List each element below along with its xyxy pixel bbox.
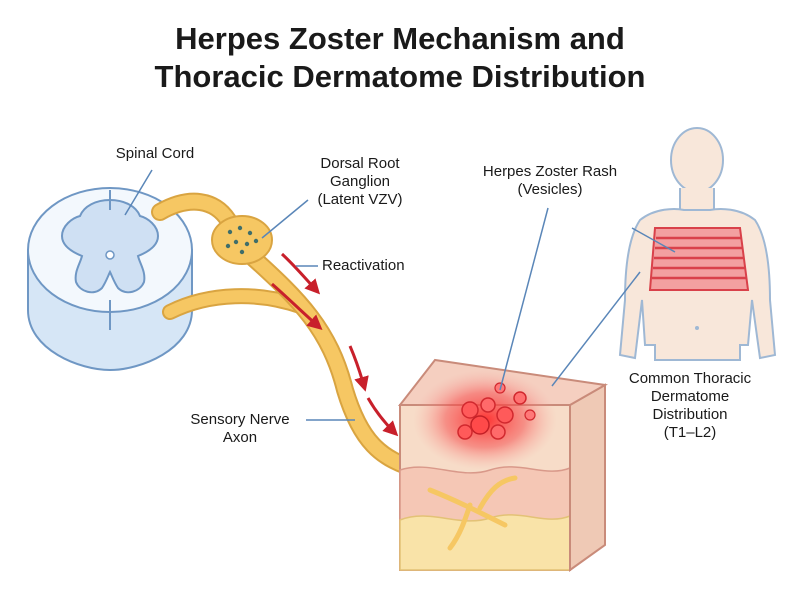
label-drg-line-1: Dorsal Root [320, 155, 400, 172]
label-sensory-nerve-axon: Sensory Nerve Axon [175, 411, 305, 447]
label-rash-line-2: (Vesicles) [517, 181, 583, 198]
label-reactivation-text: Reactivation [322, 257, 405, 274]
label-dermatome-line-2: Dermatome [650, 388, 730, 405]
ventral-nerve-root [162, 288, 308, 320]
label-rash-line-1: Herpes Zoster Rash [482, 163, 618, 180]
label-axon-line-1: Sensory Nerve [190, 411, 290, 428]
label-dermatome-line-3: Distribution [652, 406, 728, 423]
title-line-1: Herpes Zoster Mechanism and [175, 21, 625, 56]
leader-lines [124, 169, 676, 421]
label-rash: Herpes Zoster Rash (Vesicles) [465, 163, 635, 199]
label-drg-line-2: Ganglion [329, 173, 391, 190]
label-dermatome-distribution: Common Thoracic Dermatome Distribution (… [615, 370, 765, 442]
page-title: Herpes Zoster Mechanism and Thoracic Der… [0, 20, 800, 96]
label-reactivation: Reactivation [322, 257, 432, 275]
dorsal-root-ganglion [211, 215, 273, 265]
label-spinal-cord-text: Spinal Cord [115, 145, 195, 162]
vesicle-cluster [413, 370, 557, 470]
label-axon-line-2: Axon [222, 429, 258, 446]
reactivation-arrows [271, 252, 399, 437]
label-dermatome-line-4: (T1–L2) [663, 424, 717, 441]
label-spinal-cord: Spinal Cord [100, 145, 210, 163]
label-dorsal-root-ganglion: Dorsal Root Ganglion (Latent VZV) [290, 155, 430, 209]
label-dermatome-line-1: Common Thoracic [628, 370, 752, 387]
nerve-endings [427, 475, 518, 551]
title-line-2: Thoracic Dermatome Distribution [154, 59, 646, 94]
spinal-cord [27, 187, 193, 372]
label-drg-line-3: (Latent VZV) [317, 191, 403, 208]
latent-virus-dots [225, 225, 259, 255]
dorsal-nerve-root [151, 192, 237, 229]
dermatome-band [648, 227, 750, 291]
